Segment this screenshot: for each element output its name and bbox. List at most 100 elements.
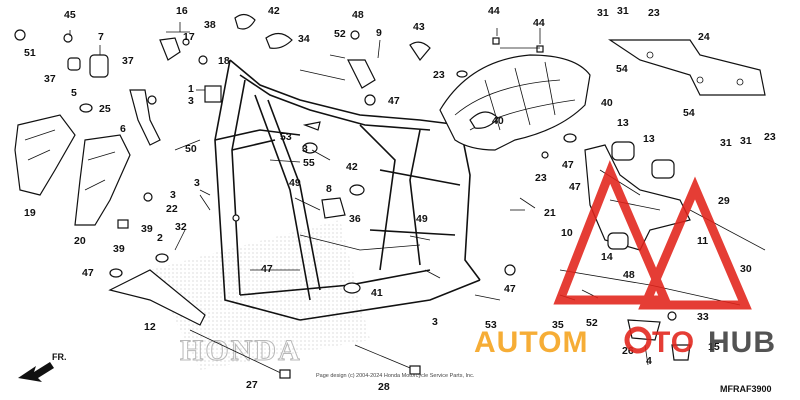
label-16: 16	[176, 5, 188, 17]
front-direction-indicator: FR.	[18, 352, 67, 382]
label-9: 9	[376, 27, 382, 39]
label-13-b: 13	[643, 133, 655, 145]
fr-label: FR.	[52, 352, 67, 362]
background-honda-logo: HONDA	[180, 334, 302, 367]
label-1: 1	[188, 83, 194, 95]
left-small-parts	[14, 29, 206, 326]
side-covers	[14, 114, 131, 226]
label-2: 2	[157, 232, 163, 244]
main-frame	[214, 59, 481, 321]
label-48-right: 48	[623, 269, 635, 281]
watermark-o	[624, 326, 652, 354]
label-45: 45	[64, 9, 76, 21]
label-22: 22	[166, 203, 178, 215]
label-3-top: 3	[188, 95, 194, 107]
label-31-a: 31	[597, 7, 609, 19]
top-small-parts	[159, 13, 544, 129]
label-13-a: 13	[617, 117, 629, 129]
leader-lines	[69, 22, 541, 279]
watermark-text-auto: AUTOM	[474, 326, 588, 359]
label-51: 51	[24, 47, 36, 59]
label-43: 43	[413, 21, 425, 33]
label-23-right: 23	[648, 7, 660, 19]
label-27: 27	[246, 379, 258, 391]
label-30: 30	[740, 263, 752, 275]
label-55: 55	[303, 157, 315, 169]
label-32: 32	[175, 221, 187, 233]
copyright-text: Page design (c) 2004-2024 Honda Motorcyc…	[316, 373, 475, 379]
watermark-triangle-left	[553, 160, 672, 305]
label-47-top: 47	[388, 95, 400, 107]
label-36: 36	[349, 213, 361, 225]
label-38: 38	[204, 19, 216, 31]
long-bolts	[189, 329, 421, 379]
diagram-code: MFRAF3900	[720, 384, 772, 394]
label-54-top: 54	[616, 63, 628, 75]
label-44-right: 44	[533, 17, 545, 29]
dotted-shading	[150, 220, 370, 370]
label-26: 26	[622, 345, 634, 357]
label-49-mid: 49	[289, 177, 301, 189]
watermark-text-hub: HUB	[708, 326, 776, 359]
label-14: 14	[601, 251, 613, 263]
label-3-bottom: 3	[432, 316, 438, 328]
label-47-left: 47	[82, 267, 94, 279]
label-40-right: 40	[601, 97, 613, 109]
label-47-mid: 47	[261, 263, 273, 275]
label-41: 41	[371, 287, 383, 299]
label-3-left: 3	[170, 189, 176, 201]
label-37-left: 37	[44, 73, 56, 85]
label-48-top: 48	[352, 9, 364, 21]
label-3-extra: 3	[194, 177, 200, 189]
label-53-mid: 53	[280, 131, 292, 143]
label-42-top: 42	[268, 5, 280, 17]
label-54-right: 54	[683, 107, 695, 119]
label-31-d: 31	[740, 135, 752, 147]
label-10: 10	[561, 227, 573, 239]
label-35: 35	[552, 319, 564, 331]
label-3-mid: 3	[302, 143, 308, 155]
label-34: 34	[298, 33, 310, 45]
label-29: 29	[718, 195, 730, 207]
label-20: 20	[74, 235, 86, 247]
label-52-bottom: 52	[586, 317, 598, 329]
label-52-top: 52	[334, 28, 346, 40]
label-47-right-top: 47	[562, 159, 574, 171]
label-23-top: 23	[433, 69, 445, 81]
label-47-right-mid: 47	[569, 181, 581, 193]
watermark-logo: AUTOM TO HUB	[474, 160, 776, 359]
label-21: 21	[544, 207, 556, 219]
label-23-mid: 23	[535, 172, 547, 184]
label-8: 8	[326, 183, 332, 195]
label-15: 15	[708, 341, 720, 353]
watermark-triangle-right	[638, 176, 752, 310]
label-31-b: 31	[617, 5, 629, 17]
label-31-c: 31	[720, 137, 732, 149]
label-7: 7	[98, 31, 104, 43]
label-53-bottom: 53	[485, 319, 497, 331]
label-39-a: 39	[141, 223, 153, 235]
part-labels: 45 51 7 37 37 5 25 6 19 20 50 16 17 18 3…	[24, 5, 776, 393]
label-39-b: 39	[113, 243, 125, 255]
label-5: 5	[71, 87, 77, 99]
watermark-text-to: TO	[652, 326, 695, 359]
label-44-left: 44	[488, 5, 500, 17]
label-17: 17	[183, 31, 195, 43]
label-33: 33	[697, 311, 709, 323]
label-4: 4	[646, 355, 652, 367]
label-19: 19	[24, 207, 36, 219]
label-6: 6	[120, 123, 126, 135]
label-40-mid: 40	[492, 115, 504, 127]
label-18: 18	[218, 55, 230, 67]
label-49-right: 49	[416, 213, 428, 225]
label-42-mid: 42	[346, 161, 358, 173]
label-25: 25	[99, 103, 111, 115]
label-47-bottom: 47	[504, 283, 516, 295]
label-24: 24	[698, 31, 710, 43]
rear-bracket	[608, 39, 766, 96]
label-11: 11	[697, 235, 708, 247]
label-50: 50	[185, 143, 197, 155]
label-12: 12	[144, 321, 156, 333]
